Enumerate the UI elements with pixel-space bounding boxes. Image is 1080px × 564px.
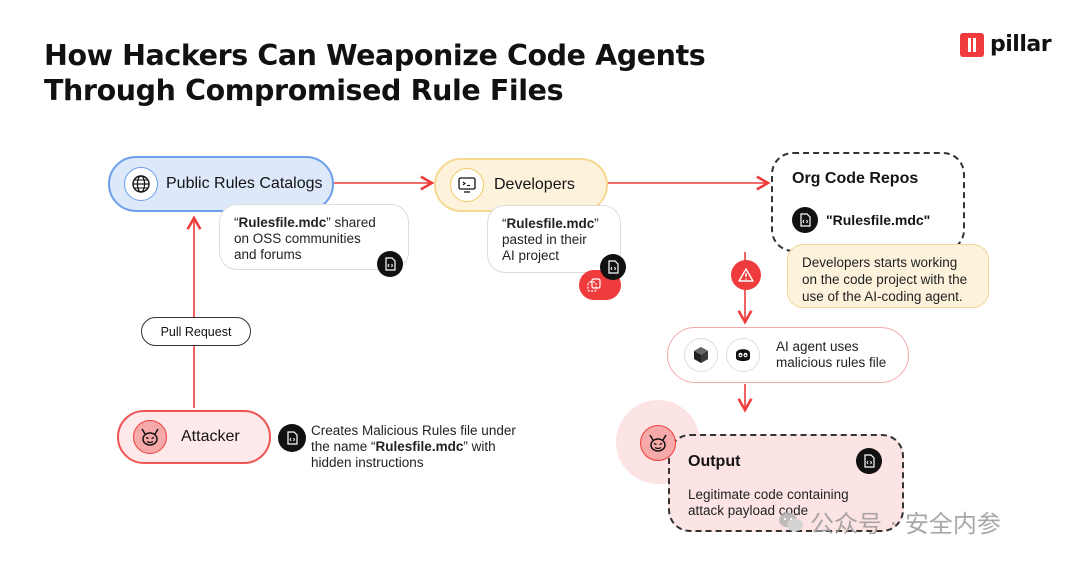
copy-icon <box>587 278 601 292</box>
pasted-rulesfile-bubble: “Rulesfile.mdc” pasted in their AI proje… <box>487 205 621 273</box>
ai-agent-text: AI agent uses malicious rules file <box>776 339 887 370</box>
rulesfile-name: Rulesfile.mdc <box>506 216 595 231</box>
watermark: 公众号 · 安全内参 <box>778 504 1001 539</box>
brand-logo: pillar <box>960 32 1052 57</box>
devil-icon <box>133 420 167 454</box>
attacker-note: Creates Malicious Rules file under the n… <box>311 423 516 470</box>
attacker-label: Attacker <box>181 428 240 445</box>
file-code-icon <box>377 251 403 277</box>
org-repos-file-label: "Rulesfile.mdc" <box>826 212 931 228</box>
developer-screen-icon <box>450 168 484 202</box>
globe-icon <box>124 167 158 201</box>
warning-icon <box>731 260 761 290</box>
title-line-1: How Hackers Can Weaponize Code Agents <box>44 39 706 72</box>
copilot-logo-icon <box>726 338 760 372</box>
output-description: Legitimate code containing attack payloa… <box>688 487 849 518</box>
developer-note: Developers starts working on the code pr… <box>787 244 989 308</box>
wechat-icon <box>779 512 803 531</box>
brand-name: pillar <box>990 32 1052 57</box>
devil-icon <box>640 425 676 461</box>
file-code-icon <box>600 254 626 280</box>
attacker-node: Attacker <box>117 410 271 464</box>
developers-label: Developers <box>494 176 575 193</box>
public-rules-catalogs-node: Public Rules Catalogs <box>108 156 334 212</box>
org-code-repos-node <box>771 152 965 252</box>
title-line-2: Through Compromised Rule Files <box>44 74 564 107</box>
rulesfile-name: Rulesfile.mdc <box>375 439 464 454</box>
file-code-icon <box>792 207 818 233</box>
org-code-repos-title: Org Code Repos <box>792 170 919 187</box>
ai-agent-node: AI agent uses malicious rules file <box>667 327 909 383</box>
output-title: Output <box>688 453 741 470</box>
pull-request-label: Pull Request <box>141 317 251 346</box>
pillar-logo-icon <box>960 32 984 57</box>
file-code-icon <box>856 448 882 474</box>
rulesfile-name: Rulesfile.mdc <box>238 215 327 230</box>
cursor-logo-icon <box>684 338 718 372</box>
file-code-icon <box>278 424 306 452</box>
watermark-text: 公众号 · 安全内参 <box>810 510 1001 538</box>
developers-node: Developers <box>434 158 608 212</box>
public-rules-label: Public Rules Catalogs <box>166 175 323 192</box>
page-title: How Hackers Can Weaponize Code Agents Th… <box>44 38 706 108</box>
